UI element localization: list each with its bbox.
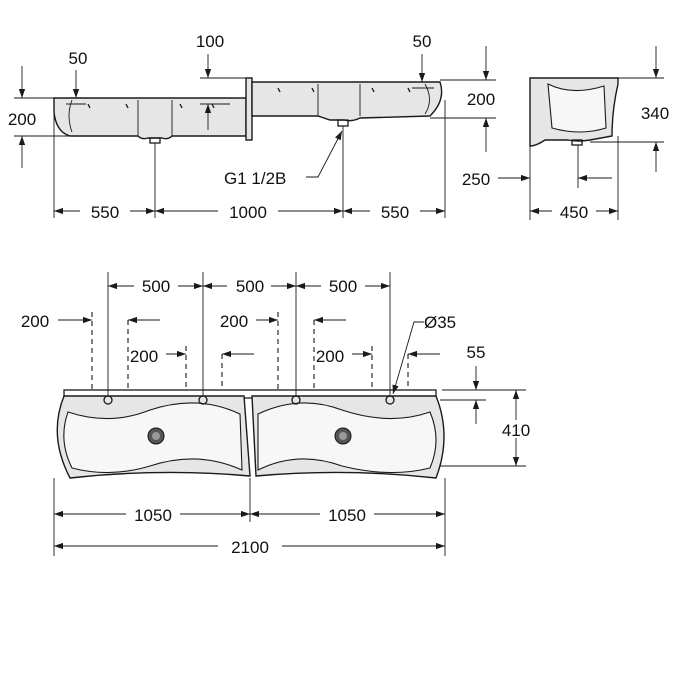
top-left-200-b: 200 — [130, 347, 158, 366]
front-left-width: 550 — [91, 203, 119, 222]
top-edge-label: 55 — [467, 343, 486, 362]
side-depth-label: 450 — [560, 203, 588, 222]
top-total-width: 2100 — [231, 538, 269, 557]
top-view: 500 500 500 200 200 200 200 Ø35 55 410 — [21, 272, 536, 557]
side-height-label: 340 — [641, 104, 669, 123]
front-left-end — [68, 99, 73, 133]
side-drain — [571, 139, 583, 146]
front-right-width: 550 — [381, 203, 409, 222]
front-thread-label: G1 1/2B — [224, 169, 286, 188]
side-view: 340 250 450 — [462, 46, 669, 222]
top-depth-label: 410 — [502, 421, 530, 440]
top-right-width: 1050 — [328, 506, 366, 525]
front-right-basin — [251, 81, 443, 122]
front-left-basin — [53, 97, 247, 140]
top-left-200-a: 200 — [21, 312, 49, 331]
top-spacing-2: 500 — [236, 277, 264, 296]
top-spacing-1: 500 — [142, 277, 170, 296]
front-left-top-label: 50 — [69, 49, 88, 68]
front-left-drain — [149, 137, 161, 144]
top-left-width: 1050 — [134, 506, 172, 525]
front-right-end — [424, 83, 430, 115]
side-basin-inner — [547, 83, 607, 133]
front-center-riser — [245, 77, 253, 141]
front-mid-top-label: 100 — [196, 32, 224, 51]
front-mid-width: 1000 — [229, 203, 267, 222]
front-left-height-label: 200 — [8, 110, 36, 129]
top-mid-200-a: 200 — [220, 312, 248, 331]
front-view: 550 1000 550 50 100 50 200 200 G1 1/2B — [8, 32, 496, 222]
top-right-drain-core — [339, 432, 347, 440]
top-mid-200-b: 200 — [316, 347, 344, 366]
top-left-drain-core — [152, 432, 160, 440]
top-hole-label: Ø35 — [424, 313, 456, 332]
top-spacing-3: 500 — [329, 277, 357, 296]
front-right-top-label: 50 — [413, 32, 432, 51]
top-back-ledge — [63, 389, 437, 399]
side-offset-label: 250 — [462, 170, 490, 189]
front-right-height-label: 200 — [467, 90, 495, 109]
